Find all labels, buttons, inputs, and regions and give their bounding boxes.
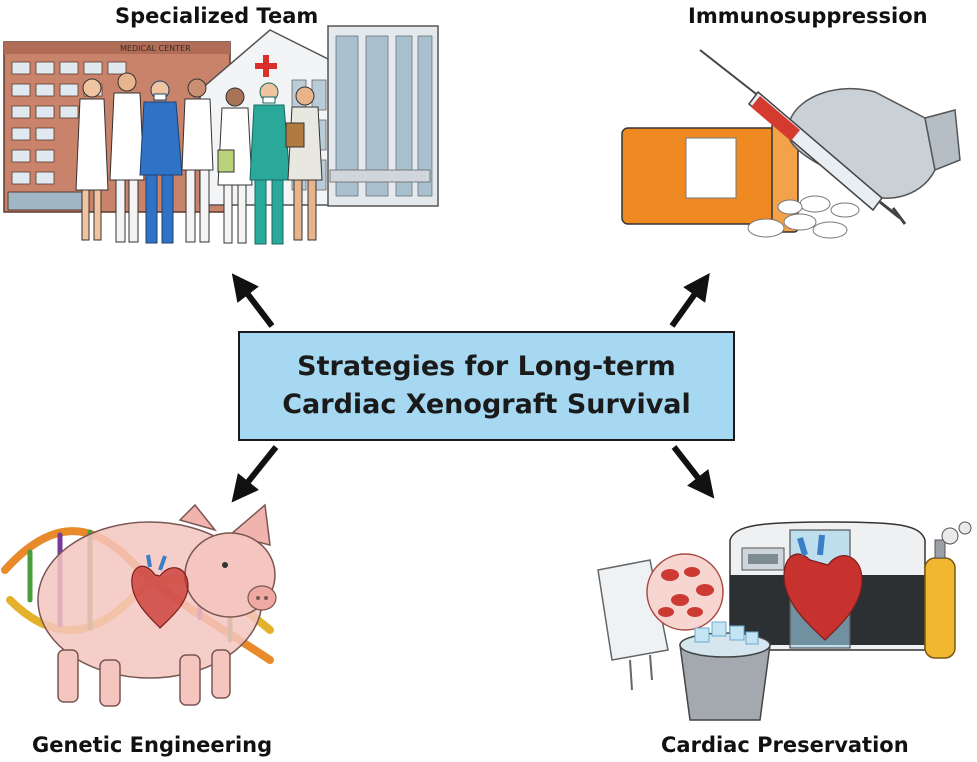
immunosuppression-illustration (621, 49, 961, 239)
doctor-figure (109, 72, 145, 243)
pill-bottle-icon (621, 121, 799, 233)
center-title-line2: Cardiac Xenograft Survival (282, 389, 691, 420)
heart-icon (783, 534, 863, 641)
surgeon-figure (249, 82, 291, 245)
specialized-team-label: Specialized Team (115, 4, 319, 28)
pills-icon (747, 195, 860, 239)
pig-icon (37, 503, 277, 707)
hospital-illustration: MEDICAL CENTER (3, 25, 439, 245)
oxygen-tank-icon (924, 521, 972, 659)
syringe-icon (699, 49, 907, 225)
doctor-figure (75, 78, 109, 241)
genetic-engineering-illustration (1, 503, 277, 707)
building-sign: MEDICAL CENTER (120, 44, 191, 53)
doctor-figure (285, 86, 323, 241)
center-title-line1: Strategies for Long-term (297, 351, 676, 382)
immunosuppression-label: Immunosuppression (688, 4, 928, 28)
nurse-figure (217, 87, 253, 244)
arrow-top-right (669, 273, 710, 328)
arrow-bottom-right (671, 445, 715, 499)
ice-bucket-icon (679, 621, 771, 721)
red-blood-cells-icon (646, 553, 724, 631)
gloved-hand-icon (789, 87, 961, 199)
doctor-figure (181, 78, 214, 243)
central-strategy-box: Strategies for Long-term Cardiac Xenogra… (238, 331, 735, 441)
heart-icon (131, 554, 189, 629)
cardiac-preservation-label: Cardiac Preservation (661, 733, 909, 757)
surgeon-figure (139, 80, 183, 244)
cardiac-preservation-illustration (597, 521, 972, 721)
arrow-top-left (231, 273, 275, 328)
genetic-engineering-label: Genetic Engineering (32, 733, 273, 757)
arrow-bottom-left (231, 445, 279, 503)
arrows (231, 273, 715, 503)
